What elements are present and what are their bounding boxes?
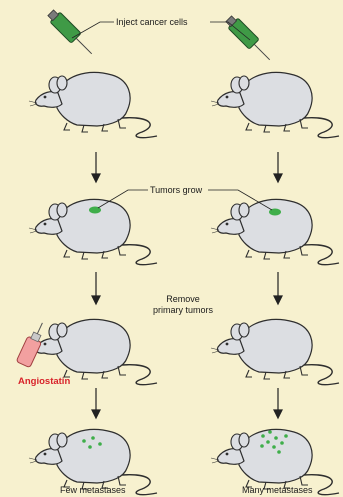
arrow-down-icon [92, 152, 282, 182]
tumors-grow-label: Tumors grow [150, 185, 202, 195]
syringe-icon-left [46, 8, 97, 59]
mouse-icon-left-3 [29, 319, 157, 384]
few-metastases-label: Few metastases [60, 485, 126, 495]
angiostatin-label: Angiostatin [18, 377, 70, 387]
mouse-icon-left-1 [29, 72, 157, 137]
many-metastases-label: Many metastases [242, 485, 313, 495]
mouse-icon-right-1 [211, 72, 339, 137]
remove-label-line1: Remove [148, 294, 218, 304]
inject-label: Inject cancer cells [116, 17, 188, 27]
arrow-down-icon [92, 388, 282, 418]
remove-label-line2: primary tumors [138, 305, 228, 315]
mouse-icon-right-3 [211, 319, 339, 384]
